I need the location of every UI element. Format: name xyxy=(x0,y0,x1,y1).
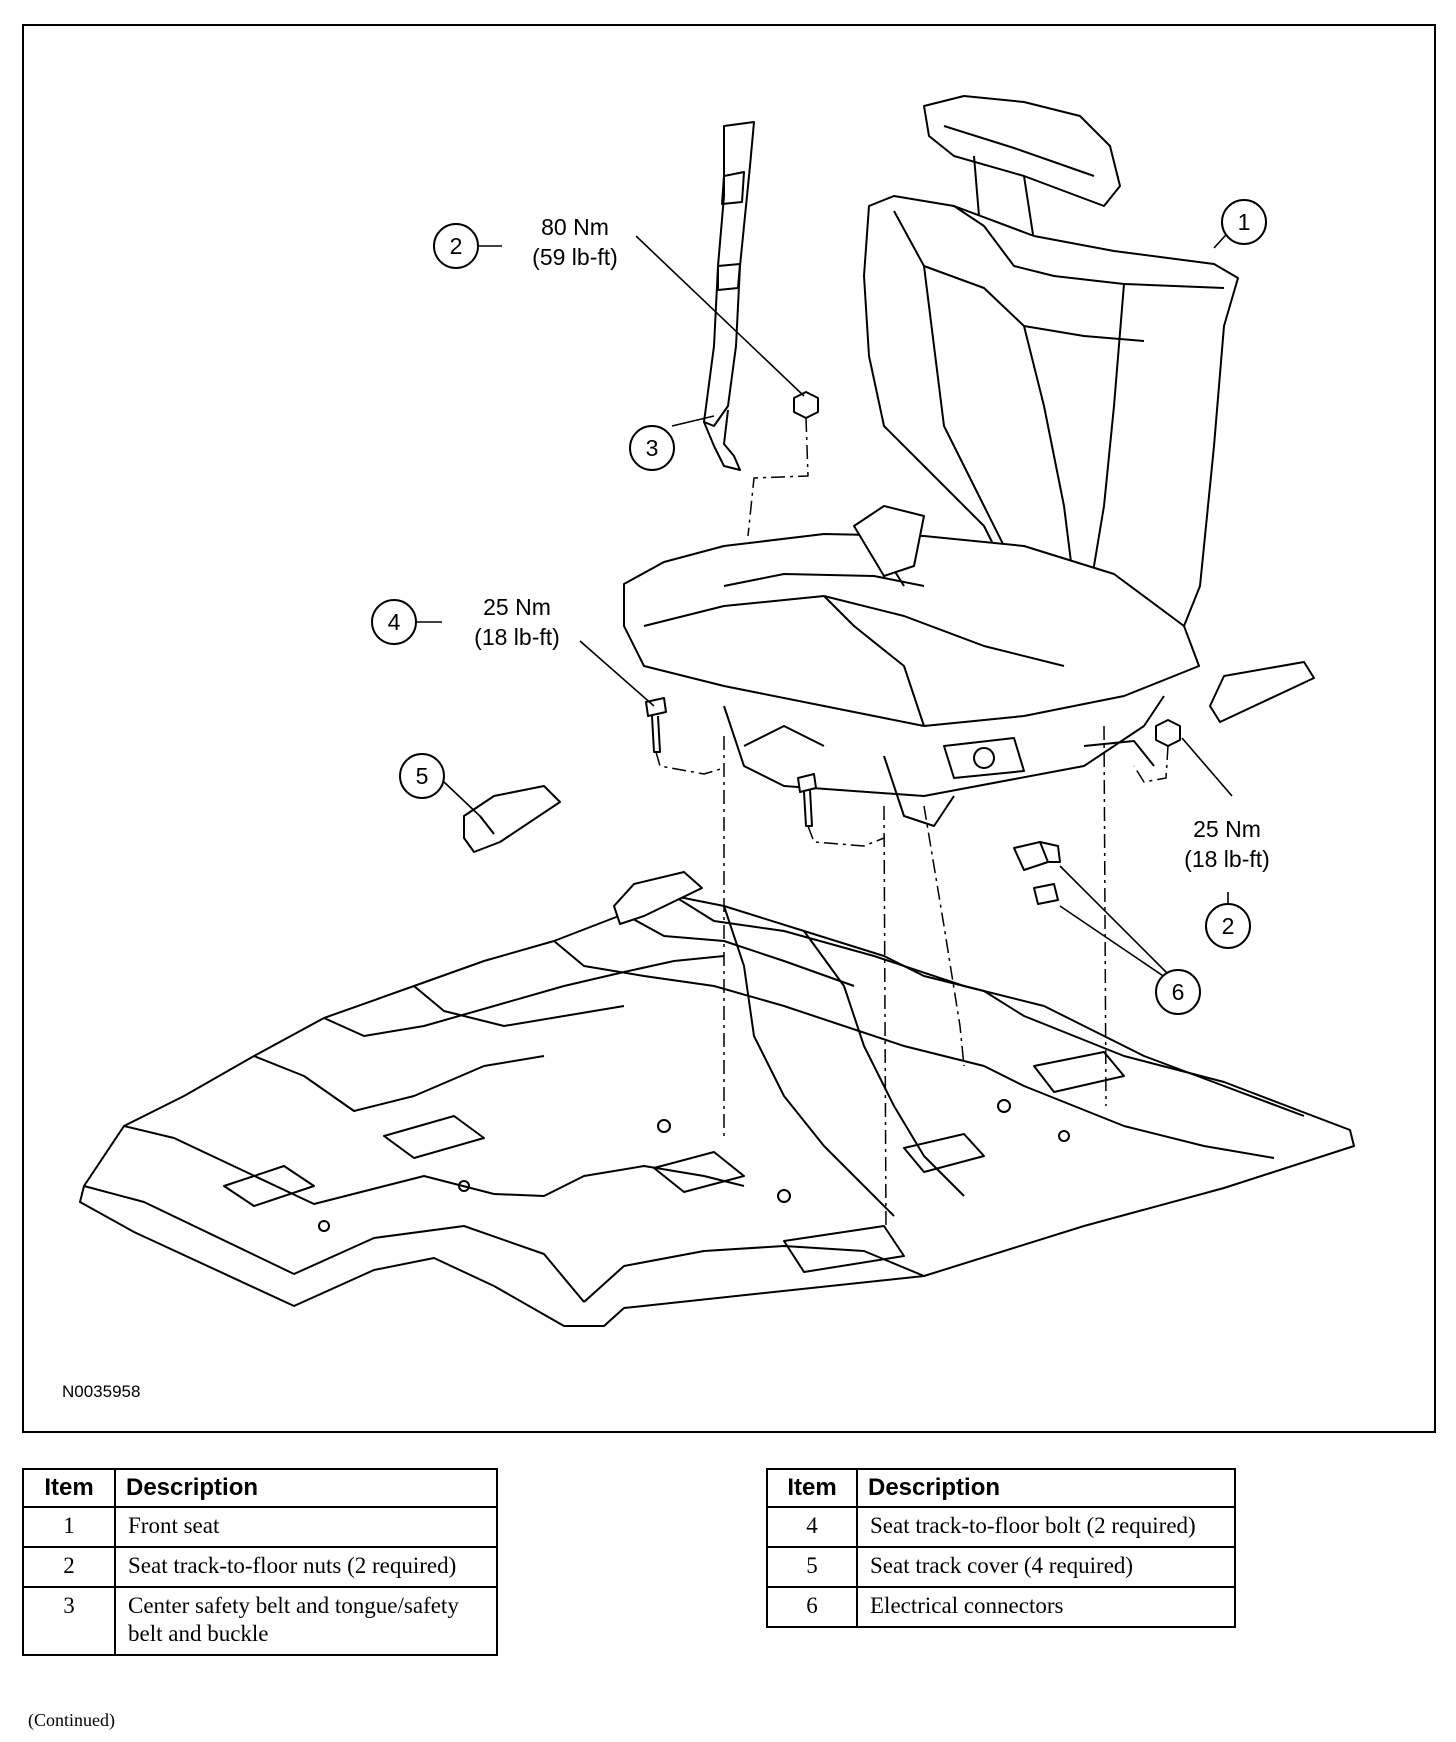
fastener-drawings xyxy=(463,391,1181,925)
continued-note: (Continued) xyxy=(28,1710,115,1730)
legend-item-description: Front seat xyxy=(114,1506,498,1548)
table-row: 5 Seat track cover (4 required) xyxy=(766,1546,1236,1588)
figure-id: N0035958 xyxy=(62,1382,141,1401)
installation-lines xyxy=(655,417,1169,1227)
legend-item-description: Center safety belt and tongue/safety bel… xyxy=(114,1586,498,1656)
torque-spec-80nm: 80 Nm (59 lb-ft) xyxy=(510,212,640,272)
callout-number-1: 1 xyxy=(1237,209,1251,235)
seat-floor-illustration xyxy=(79,95,1355,1327)
legend-header-item: Item xyxy=(22,1468,116,1508)
floor-pan-drawing xyxy=(79,895,1355,1327)
torque-imperial: (18 lb-ft) xyxy=(1184,846,1270,872)
torque-imperial: (18 lb-ft) xyxy=(474,624,560,650)
callout-leaders xyxy=(416,225,1235,987)
legend-header-item: Item xyxy=(766,1468,858,1508)
legend-item-description: Seat track cover (4 required) xyxy=(856,1546,1236,1588)
torque-spec-25nm-left: 25 Nm (18 lb-ft) xyxy=(452,592,582,652)
legend-header-row: Item Description xyxy=(766,1468,1236,1508)
table-row: 6 Electrical connectors xyxy=(766,1586,1236,1628)
legend-header-description: Description xyxy=(856,1468,1236,1508)
legend-item-number: 6 xyxy=(766,1586,858,1628)
legend-item-number: 2 xyxy=(22,1546,116,1588)
table-row: 4 Seat track-to-floor bolt (2 required) xyxy=(766,1506,1236,1548)
torque-spec-25nm-right: 25 Nm (18 lb-ft) xyxy=(1162,814,1292,874)
torque-metric: 80 Nm xyxy=(541,214,609,240)
legend-item-number: 5 xyxy=(766,1546,858,1588)
torque-imperial: (59 lb-ft) xyxy=(532,244,618,270)
callout-number-4: 4 xyxy=(387,609,401,635)
legend-item-description: Electrical connectors xyxy=(856,1586,1236,1628)
table-row: 2 Seat track-to-floor nuts (2 required) xyxy=(22,1546,498,1588)
safety-belt-drawing xyxy=(703,121,755,471)
exploded-view-figure: 1 2 3 4 5 2 6 80 Nm (59 lb-ft) 25 Nm (18… xyxy=(22,24,1436,1433)
torque-metric: 25 Nm xyxy=(1193,816,1261,842)
legend-header-description: Description xyxy=(114,1468,498,1508)
front-seat-drawing xyxy=(623,95,1315,827)
torque-metric: 25 Nm xyxy=(483,594,551,620)
callout-number-6: 6 xyxy=(1171,979,1185,1005)
legend-table-right: Item Description 4 Seat track-to-floor b… xyxy=(766,1468,1236,1628)
legend-header-row: Item Description xyxy=(22,1468,498,1508)
legend-item-number: 1 xyxy=(22,1506,116,1548)
callout-number-2-upper: 2 xyxy=(449,233,463,259)
legend-item-description: Seat track-to-floor bolt (2 required) xyxy=(856,1506,1236,1548)
legend-item-number: 3 xyxy=(22,1586,116,1656)
table-row: 3 Center safety belt and tongue/safety b… xyxy=(22,1586,498,1656)
callout-circles xyxy=(371,199,1267,1015)
legend-item-number: 4 xyxy=(766,1506,858,1548)
table-row: 1 Front seat xyxy=(22,1506,498,1548)
legend-item-description: Seat track-to-floor nuts (2 required) xyxy=(114,1546,498,1588)
legend-table-left: Item Description 1 Front seat 2 Seat tra… xyxy=(22,1468,498,1656)
callout-number-2-lower: 2 xyxy=(1221,913,1235,939)
callout-number-3: 3 xyxy=(645,435,659,461)
callout-number-5: 5 xyxy=(415,763,429,789)
